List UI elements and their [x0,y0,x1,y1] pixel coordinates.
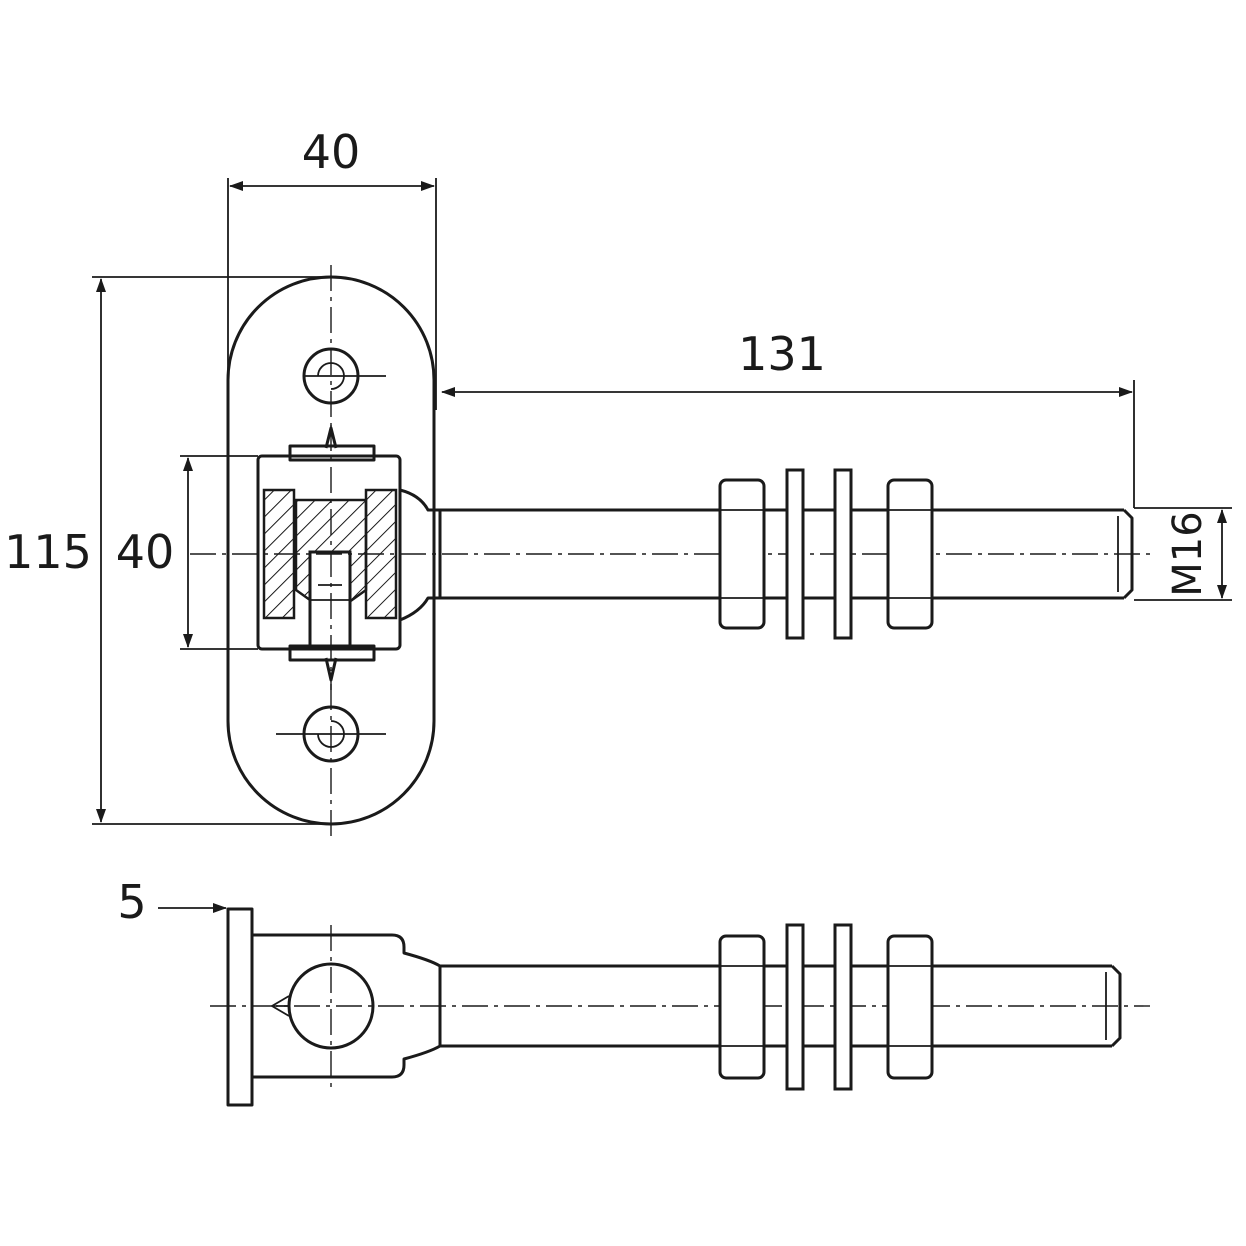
dim-label-total-height: 115 [4,525,92,579]
washer-right [833,468,853,640]
hex-nut-right [886,478,934,630]
dimension-clamp-height: 40 [116,455,258,650]
dimension-thread: M16 [1134,507,1232,601]
washer-left [785,468,805,640]
bolt-neck [399,488,442,622]
dim-label-plate-thickness: 5 [117,875,146,929]
dimension-plate-width: 40 [227,125,437,470]
dimension-bolt-length: 131 [441,327,1135,508]
clamp-block [256,425,402,690]
side-view [210,907,1150,1107]
dim-label-plate-width: 40 [302,125,361,179]
dimension-plate-thickness: 5 [117,875,227,929]
dim-label-clamp-height: 40 [116,525,175,579]
side-nut-left [718,934,766,1080]
dim-label-thread: M16 [1165,511,1211,596]
upper-screw-hole [302,265,386,428]
hex-nut-left [718,478,766,630]
side-washer-right [833,923,853,1091]
lower-screw-hole [276,684,386,840]
side-washer-left [785,923,805,1091]
side-plate [226,907,254,1107]
side-bore [270,925,375,1090]
dim-label-bolt-length: 131 [738,327,826,381]
side-nut-right [886,934,934,1080]
bolt-shaft [190,508,1150,600]
top-view [190,265,1150,840]
dimension-total-height: 115 [4,276,330,825]
